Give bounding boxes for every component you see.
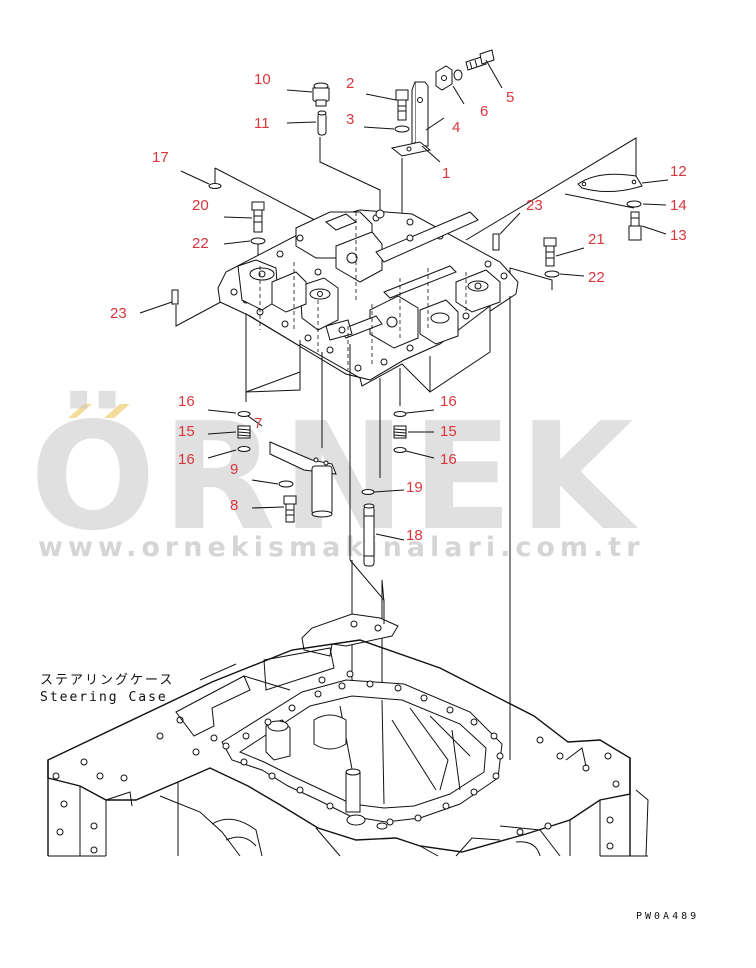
right-stack xyxy=(361,409,435,567)
right-small-parts xyxy=(465,137,669,290)
callout-23-left: 23 xyxy=(110,305,127,322)
part-5-bolt xyxy=(465,49,495,71)
callout-10: 10 xyxy=(254,71,271,88)
valve-hidden-lines xyxy=(259,212,467,370)
part-11-pin xyxy=(317,110,327,136)
callout-22-right: 22 xyxy=(588,269,605,286)
part-10-damper xyxy=(312,82,330,107)
part-2-bolt xyxy=(395,89,409,121)
callout-8: 8 xyxy=(230,497,238,514)
steering-case-label-en: Steering Case xyxy=(40,690,168,705)
valve-blocks xyxy=(237,209,501,349)
callout-11: 11 xyxy=(254,115,270,132)
part-13-bolt xyxy=(628,211,642,241)
callout-19: 19 xyxy=(406,479,423,496)
callout-16-right-bottom: 16 xyxy=(440,451,457,468)
callout-1: 1 xyxy=(442,165,450,182)
callout-12: 12 xyxy=(670,163,687,180)
part-1-plate xyxy=(390,141,432,157)
callout-23-right: 23 xyxy=(526,197,543,214)
part-16-oring-a xyxy=(237,411,251,417)
watermark-accent-left xyxy=(68,404,92,418)
callout-4: 4 xyxy=(452,119,460,136)
callout-3: 3 xyxy=(346,111,354,128)
part-15-spring-left xyxy=(237,425,251,439)
part-22-washer-right xyxy=(544,270,560,278)
callout-16-left-bottom: 16 xyxy=(178,451,195,468)
callout-15-left: 15 xyxy=(178,423,195,440)
left-small-parts xyxy=(139,167,331,327)
callout-9: 9 xyxy=(230,461,238,478)
part-20-bolt xyxy=(251,201,265,233)
watermark-url: www.ornekismakinalari.com.tr xyxy=(38,532,645,563)
case-bolt-holes xyxy=(52,670,620,854)
part-19-oring xyxy=(361,489,375,495)
part-3-washer xyxy=(394,125,410,133)
callout-22-left: 22 xyxy=(192,235,209,252)
watermark: ÖRNEK www.ornekismakinalari.com.tr xyxy=(30,390,645,563)
part-14-washer xyxy=(626,200,642,208)
part-23-pin-right xyxy=(492,233,500,251)
callouts: 10 2 11 3 4 6 5 1 17 12 20 23 14 22 13 2… xyxy=(110,71,687,544)
drawing-code: PW0A489 xyxy=(636,911,699,922)
part-6-clamp xyxy=(435,65,463,91)
valve-assembly xyxy=(217,209,519,393)
callout-21: 21 xyxy=(588,231,605,248)
callout-15-right: 15 xyxy=(440,423,457,440)
callout-18: 18 xyxy=(406,527,423,544)
callout-6: 6 xyxy=(480,103,488,120)
left-stack xyxy=(207,409,337,523)
part-12-cover-plate xyxy=(577,173,643,192)
part-23-pin-left xyxy=(171,289,179,305)
part-18-pipe xyxy=(363,503,375,567)
watermark-accent-right xyxy=(104,404,130,418)
callout-16-left-top: 16 xyxy=(178,393,195,410)
steering-case-label-jp: ステアリングケース xyxy=(40,673,174,688)
part-16-oring-d xyxy=(393,447,407,453)
part-7-spool xyxy=(269,441,337,518)
callout-13: 13 xyxy=(670,227,687,244)
part-17-washer xyxy=(208,183,222,189)
callout-2: 2 xyxy=(346,75,354,92)
part-22-washer-left xyxy=(250,237,266,245)
callout-16-right-top: 16 xyxy=(440,393,457,410)
part-16-oring-b xyxy=(237,446,251,452)
part-4-bracket xyxy=(411,81,429,151)
part-21-bolt xyxy=(543,237,557,267)
callout-14: 14 xyxy=(670,197,687,214)
steering-case xyxy=(47,639,649,857)
callout-17: 17 xyxy=(152,149,169,166)
part-15-spring-right xyxy=(393,425,407,439)
part-16-oring-c xyxy=(393,411,407,417)
callout-7: 7 xyxy=(254,415,262,432)
case-bosses xyxy=(265,714,388,830)
part-8-bolt xyxy=(283,495,297,523)
part-9-washer xyxy=(278,480,294,488)
callout-20: 20 xyxy=(192,197,209,214)
top-small-parts xyxy=(286,49,503,245)
callout-5: 5 xyxy=(506,89,514,106)
valve-plate-holes xyxy=(230,214,508,372)
